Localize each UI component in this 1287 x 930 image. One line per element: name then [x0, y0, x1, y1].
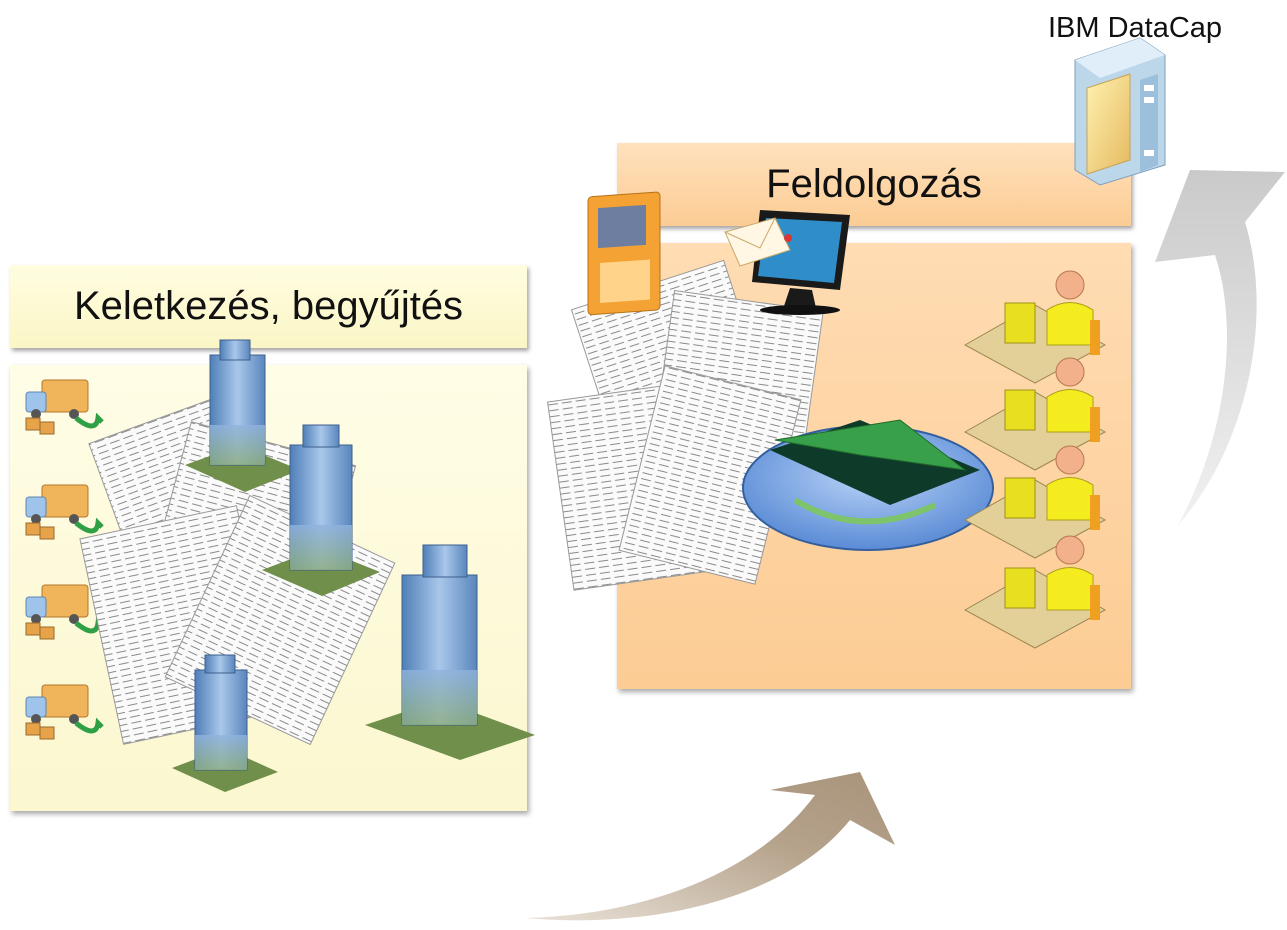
office-building-icon — [365, 544, 535, 760]
operator-workstation-icon — [963, 270, 1107, 384]
email-monitor-icon — [724, 210, 850, 315]
delivery-truck-icon — [25, 379, 104, 435]
delivery-truck-icon — [25, 684, 104, 740]
flow-arrow-bottom — [525, 772, 895, 921]
collect-stage-title: Keletkezés, begyűjtés — [10, 265, 527, 348]
floppy-disk-icon — [587, 191, 661, 316]
delivery-truck-icon — [25, 584, 104, 640]
office-building-icon — [172, 654, 278, 792]
operator-workstation-icon — [963, 535, 1107, 649]
delivery-truck-icon — [25, 484, 104, 540]
process-stage-title: Feldolgozás — [617, 143, 1131, 226]
flow-arrow-right — [1155, 170, 1285, 525]
server-icon — [1074, 37, 1166, 186]
flatbed-scanner-icon — [742, 419, 994, 551]
office-building-icon — [185, 339, 300, 492]
ibm-datacap-label: IBM DataCap — [1047, 12, 1223, 44]
paper-form-icon — [546, 259, 824, 591]
office-building-icon — [262, 424, 380, 596]
